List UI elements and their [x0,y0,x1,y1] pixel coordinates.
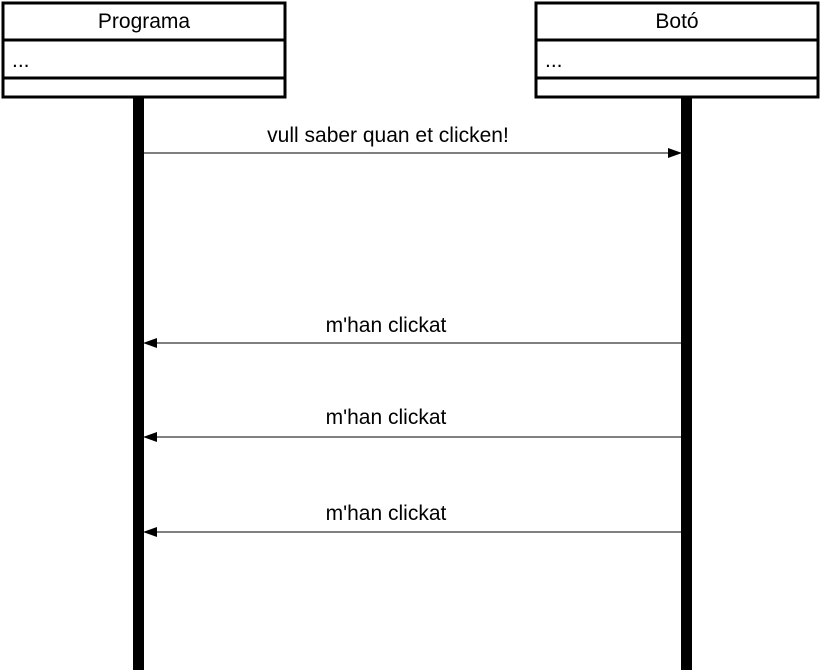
message-label: m'han clickat [326,406,447,429]
participant-box [534,1,820,99]
message-clicked: m'han clickat [143,502,681,537]
participant-attribute: ... [545,49,563,72]
participant-boto: Botó ... [534,1,820,99]
message-label: vull saber quan et clicken! [267,124,509,147]
participant-title: Botó [655,10,698,33]
message-label: m'han clickat [326,502,447,525]
participant-attribute: ... [12,49,30,72]
message-request-click: vull saber quan et clicken! [144,124,682,158]
message-clicked: m'han clickat [143,314,681,348]
message-label: m'han clickat [326,314,447,337]
lifeline-programa [133,97,144,670]
participant-title: Programa [98,10,191,33]
participant-programa: Programa ... [1,1,287,99]
message-clicked: m'han clickat [143,406,681,442]
lifeline-boto [681,97,692,670]
participant-box [1,1,287,99]
